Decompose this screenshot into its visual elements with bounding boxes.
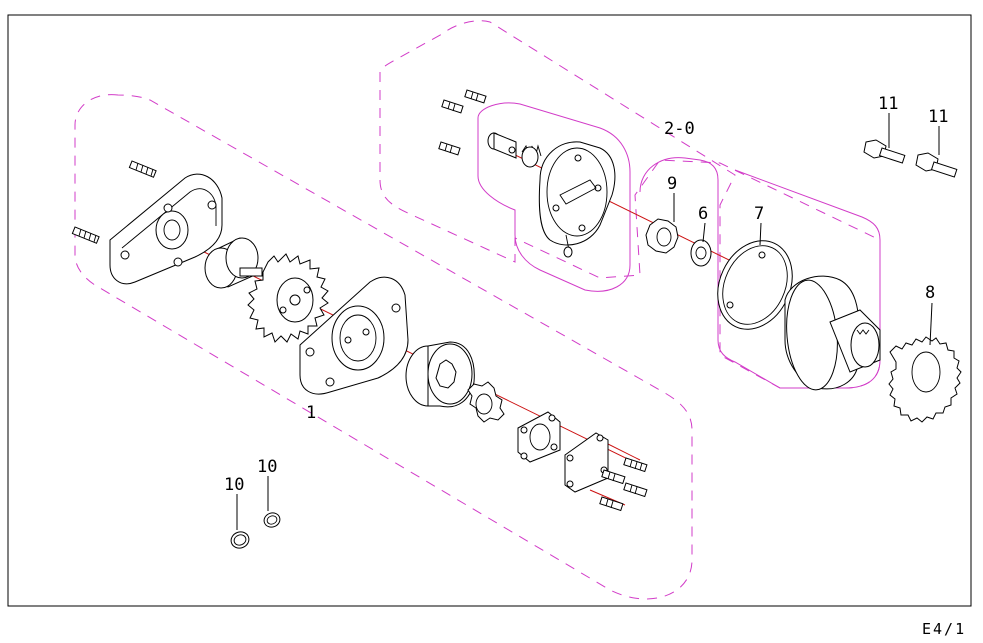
drawing-frame: [7, 14, 972, 607]
o-ring-a: [230, 531, 250, 549]
drive-shaft-cylinder: [204, 237, 263, 289]
screw-part-f: [599, 496, 624, 512]
callout-9: 9: [667, 174, 677, 194]
retaining-pin: [563, 234, 573, 258]
screw-part-d: [601, 469, 626, 485]
callout-10a: 10: [224, 475, 244, 495]
screw-part-a: [128, 160, 157, 178]
page-code: E4/1: [922, 620, 966, 638]
group-outline-2-right: [639, 157, 881, 389]
hex-bolt-a: [863, 139, 906, 164]
screw-part-c: [623, 457, 648, 473]
leader-6: [702, 222, 706, 243]
gasket-plate: [517, 411, 561, 463]
callout-11b: 11: [928, 107, 948, 127]
group-outline-2-0: [379, 20, 881, 389]
group-outline-2-inner: [477, 102, 631, 292]
callout-7: 7: [754, 204, 764, 224]
leader-7: [759, 222, 762, 246]
pump-housing: [299, 276, 409, 395]
group-outline-1: [74, 94, 693, 600]
o-ring-b: [263, 512, 281, 528]
callout-11a: 11: [878, 94, 898, 114]
drive-gear: [888, 336, 962, 423]
leader-8: [929, 302, 933, 346]
screw-part-g: [464, 89, 487, 104]
end-cover-plate: [564, 432, 609, 493]
callout-1: 1: [306, 403, 316, 423]
callout-10b: 10: [257, 457, 277, 477]
valve-plunger: [487, 132, 517, 159]
screw-part-e: [623, 482, 648, 498]
screw-part-b: [71, 226, 100, 244]
sprocket-gear: [247, 253, 329, 343]
drive-nut: [645, 218, 679, 254]
screw-part-h: [441, 99, 464, 114]
callout-2-0: 2-0: [664, 119, 695, 139]
callout-8: 8: [925, 283, 935, 303]
screw-part-i: [438, 141, 461, 156]
valve-spring: [521, 144, 542, 168]
callout-6: 6: [698, 204, 708, 224]
inner-rotor: [467, 381, 505, 423]
pump-cover-plate: [109, 173, 223, 285]
relief-valve-housing: [538, 141, 616, 246]
hex-bolt-b: [915, 152, 958, 178]
outer-ring: [405, 341, 475, 408]
washer: [690, 239, 712, 267]
flange-housing: [784, 275, 881, 391]
